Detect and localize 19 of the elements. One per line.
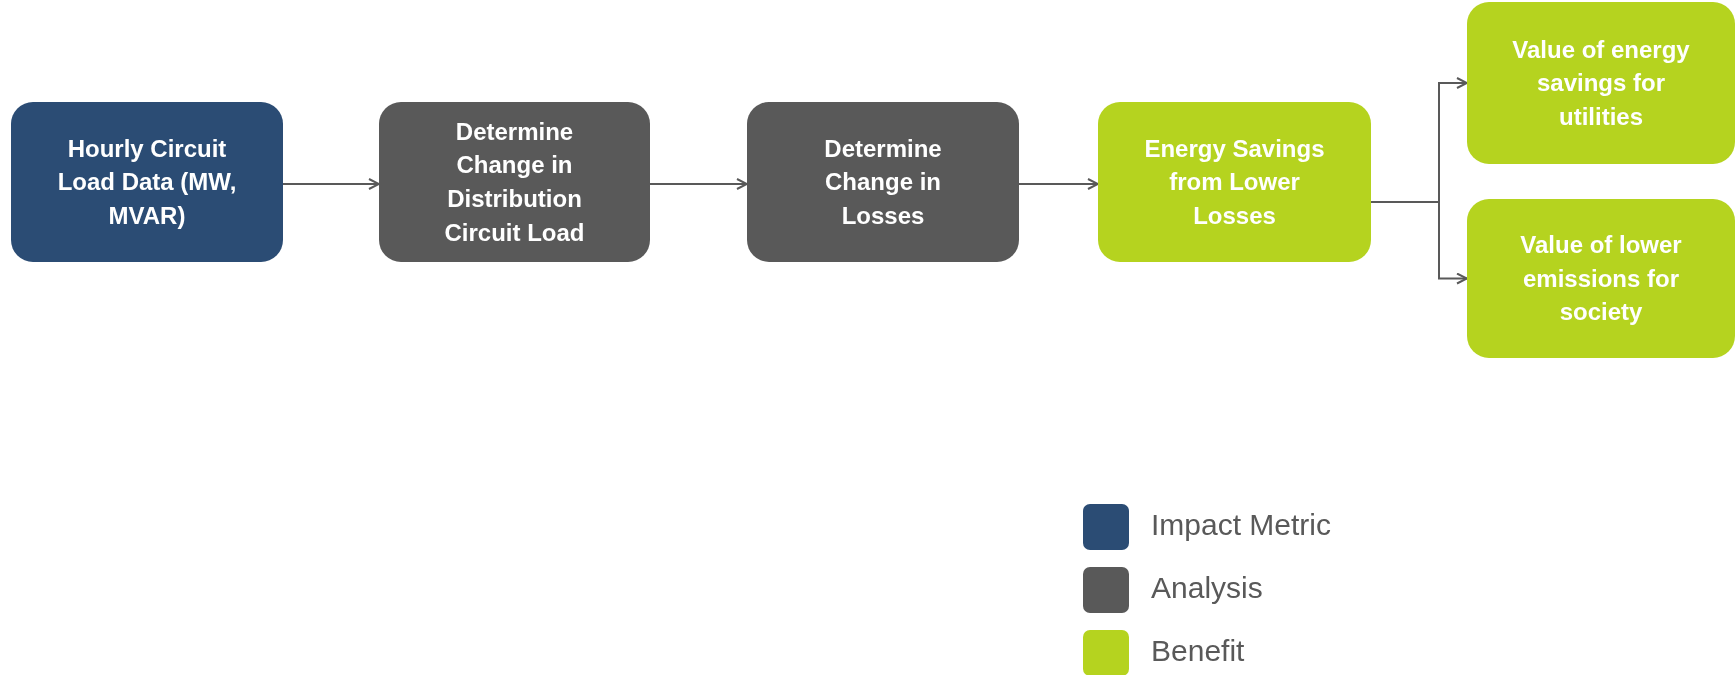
- metric-box: [11, 102, 283, 262]
- arrow: [1018, 178, 1099, 190]
- arrow: [649, 178, 748, 190]
- box-label: Determine Change in Losses: [823, 133, 943, 231]
- arrow: [1370, 201, 1468, 285]
- arrow: [282, 178, 380, 190]
- benefit-box: [1467, 199, 1735, 358]
- benefit-box: [1467, 2, 1735, 164]
- box-label: Determine Change in Distribution Circuit Load: [443, 116, 586, 248]
- box-label: Value of lower emissions for society: [1519, 230, 1683, 328]
- legend-label: Impact Metric: [1151, 507, 1332, 543]
- box-label: Value of energy savings for utilities: [1511, 34, 1691, 132]
- box-label: Hourly Circuit Load Data (MW, MVAR): [56, 133, 238, 231]
- process-box: [379, 102, 650, 262]
- legend-label: Benefit: [1151, 633, 1245, 669]
- process-box: [747, 102, 1019, 262]
- benefit-box: [1098, 102, 1371, 262]
- legend-label: Analysis: [1151, 570, 1263, 606]
- box-label: Energy Savings from Lower Losses: [1143, 133, 1326, 231]
